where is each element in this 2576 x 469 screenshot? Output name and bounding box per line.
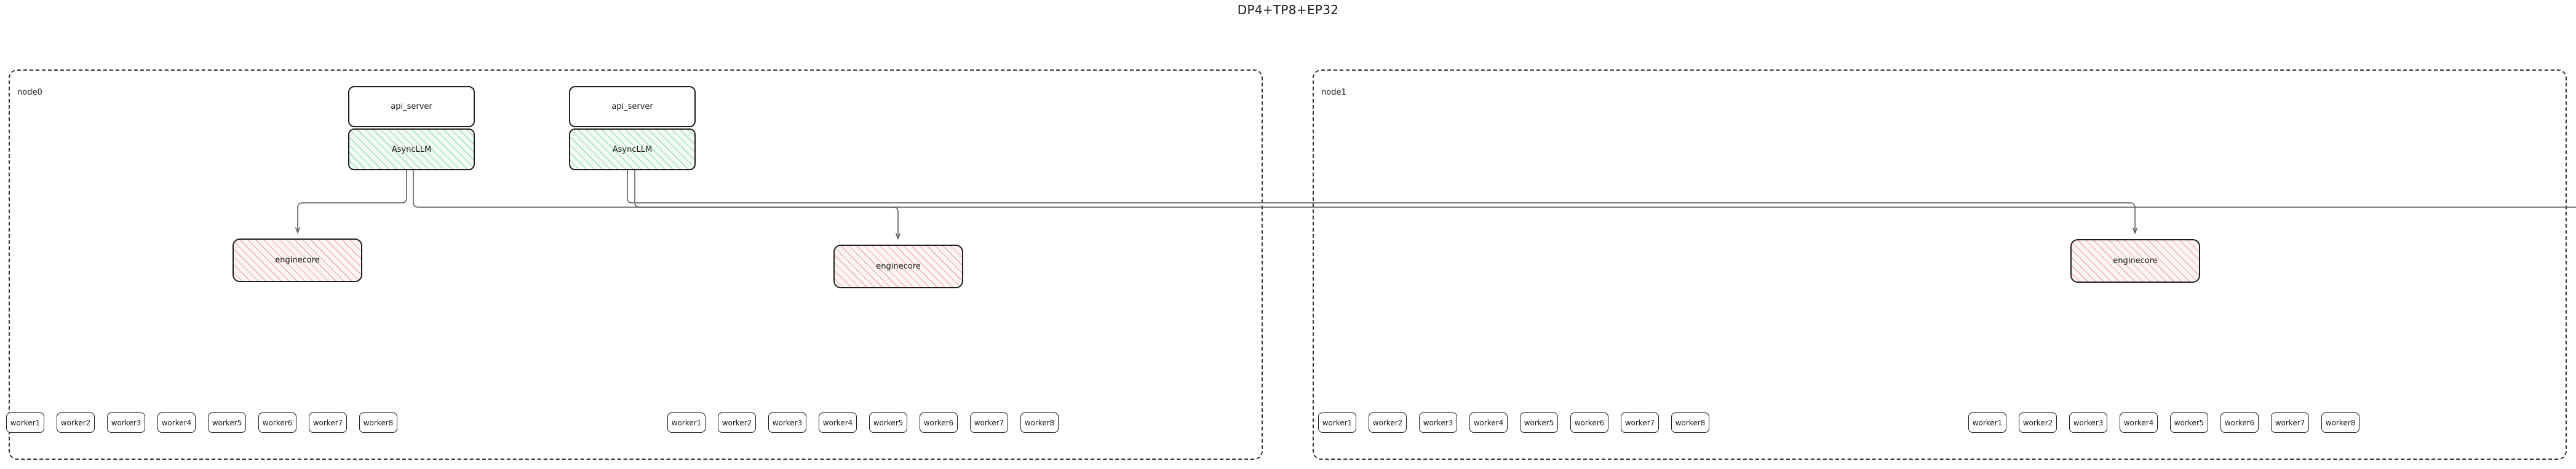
worker-box-g3-1: worker1 [1318, 412, 1356, 433]
worker-box-g1-1: worker1 [6, 412, 44, 433]
worker-box-g4-1: worker1 [1968, 412, 2006, 433]
worker-box-g3-6: worker6 [1570, 412, 1608, 433]
enginecore-box-3: enginecore [2070, 239, 2200, 283]
worker-box-g1-5-label: worker5 [212, 418, 242, 427]
worker-box-g4-7: worker7 [2271, 412, 2309, 433]
enginecore-box-3-label: enginecore [2113, 256, 2158, 266]
worker-box-g3-5: worker5 [1520, 412, 1558, 433]
worker-box-g2-1: worker1 [667, 412, 706, 433]
asyncllm-box-1: AsyncLLM [348, 128, 475, 170]
enginecore-box-2: enginecore [833, 245, 963, 288]
worker-box-g3-1-label: worker1 [1322, 418, 1353, 427]
worker-box-g1-8: worker8 [359, 412, 397, 433]
worker-box-g3-8: worker8 [1671, 412, 1709, 433]
worker-box-g3-4: worker4 [1469, 412, 1508, 433]
worker-box-g2-8: worker8 [1020, 412, 1059, 433]
enginecore-box-1: enginecore [233, 238, 362, 282]
worker-box-g4-5: worker5 [2170, 412, 2208, 433]
worker-box-g2-4-label: worker4 [822, 418, 853, 427]
worker-box-g2-5: worker5 [869, 412, 907, 433]
asyncllm-box-1-label: AsyncLLM [391, 144, 432, 154]
worker-box-g2-3: worker3 [768, 412, 806, 433]
worker-box-g4-1-label: worker1 [1972, 418, 2003, 427]
worker-box-g4-6-label: worker6 [2224, 418, 2255, 427]
api-server-box-1-label: api_server [391, 102, 432, 111]
worker-box-g3-5-label: worker5 [1524, 418, 1554, 427]
worker-box-g2-2-label: worker2 [722, 418, 752, 427]
page-title: DP4+TP8+EP32 [1237, 2, 1339, 17]
worker-box-g3-4-label: worker4 [1473, 418, 1504, 427]
worker-box-g1-6-label: worker6 [262, 418, 293, 427]
worker-box-g4-8: worker8 [2321, 412, 2359, 433]
enginecore-box-1-label: enginecore [275, 256, 320, 265]
cluster-node0-label: node0 [17, 88, 42, 97]
worker-box-g4-3: worker3 [2069, 412, 2107, 433]
worker-box-g3-3-label: worker3 [1423, 418, 1453, 427]
worker-box-g4-5-label: worker5 [2174, 418, 2204, 427]
cluster-node1-label: node1 [1321, 88, 1346, 97]
worker-box-g3-7-label: worker7 [1624, 418, 1655, 427]
worker-box-g2-7-label: worker7 [974, 418, 1004, 427]
worker-box-g2-4: worker4 [819, 412, 857, 433]
worker-box-g3-2-label: worker2 [1372, 418, 1403, 427]
worker-box-g1-2: worker2 [57, 412, 95, 433]
worker-box-g1-3-label: worker3 [111, 418, 141, 427]
worker-box-g1-5: worker5 [208, 412, 246, 433]
cluster-node0 [9, 69, 1263, 460]
worker-box-g4-2-label: worker2 [2022, 418, 2053, 427]
worker-box-g2-1-label: worker1 [671, 418, 702, 427]
worker-box-g1-1-label: worker1 [10, 418, 41, 427]
worker-box-g2-2: worker2 [718, 412, 756, 433]
worker-box-g3-6-label: worker6 [1574, 418, 1605, 427]
worker-box-g2-6: worker6 [920, 412, 958, 433]
worker-box-g3-2: worker2 [1369, 412, 1407, 433]
enginecore-box-2-label: enginecore [876, 262, 921, 271]
worker-box-g1-7-label: worker7 [312, 418, 343, 427]
worker-box-g4-2: worker2 [2019, 412, 2057, 433]
api-server-box-1: api_server [348, 86, 475, 127]
worker-box-g1-3: worker3 [107, 412, 145, 433]
worker-box-g1-8-label: worker8 [363, 418, 394, 427]
asyncllm-box-2-label: AsyncLLM [612, 144, 653, 154]
worker-box-g4-3-label: worker3 [2073, 418, 2104, 427]
worker-box-g2-3-label: worker3 [772, 418, 803, 427]
cluster-node1 [1313, 69, 2567, 460]
worker-box-g1-4-label: worker4 [161, 418, 192, 427]
worker-box-g4-4: worker4 [2120, 412, 2158, 433]
worker-box-g2-5-label: worker5 [873, 418, 904, 427]
worker-box-g4-6: worker6 [2220, 412, 2259, 433]
worker-box-g1-4: worker4 [157, 412, 196, 433]
api-server-box-2: api_server [569, 86, 696, 127]
worker-box-g2-6-label: worker6 [923, 418, 954, 427]
worker-box-g2-7: worker7 [970, 412, 1008, 433]
worker-box-g1-7: worker7 [309, 412, 347, 433]
worker-box-g3-8-label: worker8 [1675, 418, 1706, 427]
worker-box-g2-8-label: worker8 [1024, 418, 1055, 427]
worker-box-g3-7: worker7 [1621, 412, 1659, 433]
worker-box-g1-2-label: worker2 [60, 418, 91, 427]
worker-box-g4-7-label: worker7 [2275, 418, 2305, 427]
asyncllm-box-2: AsyncLLM [569, 128, 696, 170]
worker-box-g4-4-label: worker4 [2123, 418, 2154, 427]
api-server-box-2-label: api_server [611, 102, 653, 111]
worker-box-g1-6: worker6 [258, 412, 296, 433]
worker-box-g4-8-label: worker8 [2325, 418, 2356, 427]
worker-box-g3-3: worker3 [1419, 412, 1457, 433]
